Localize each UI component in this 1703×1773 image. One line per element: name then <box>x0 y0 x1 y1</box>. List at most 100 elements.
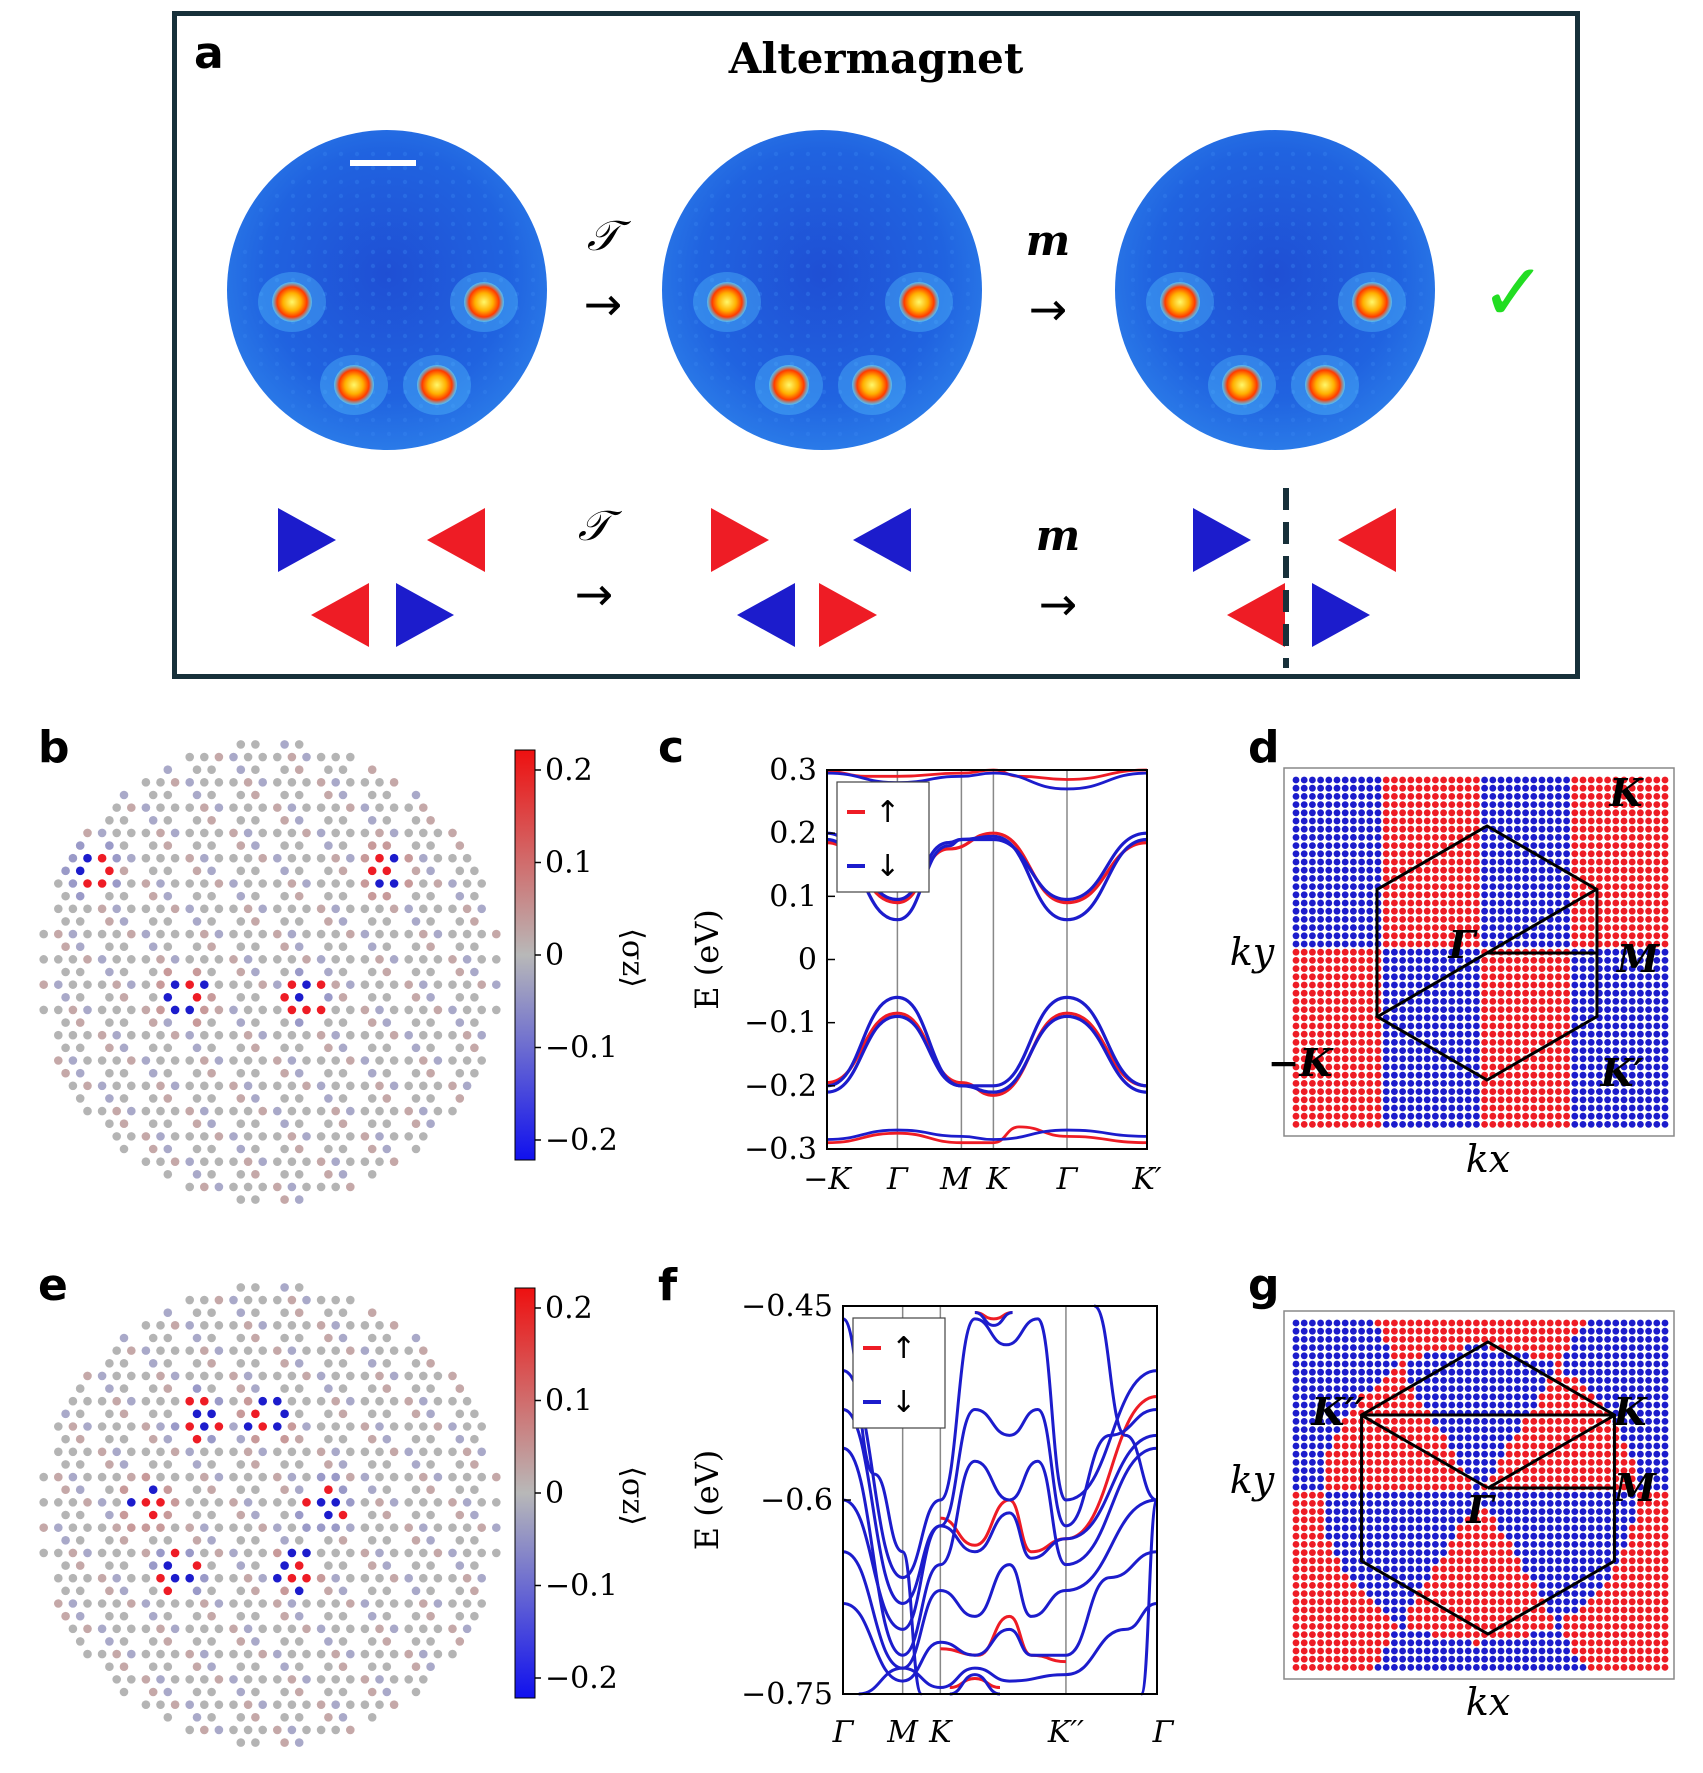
k-point <box>1481 883 1488 890</box>
lattice-site <box>375 955 384 964</box>
k-point <box>1325 1047 1333 1054</box>
lattice-site <box>39 980 48 989</box>
k-point <box>1497 1104 1505 1112</box>
lattice-site <box>302 1106 311 1116</box>
lattice-site <box>294 1195 304 1204</box>
lattice-site <box>324 765 333 775</box>
lattice-site <box>433 1005 443 1015</box>
stm-texture-dot <box>789 263 795 269</box>
lattice-site <box>105 917 114 926</box>
k-point <box>1620 817 1628 825</box>
stm-texture-dot <box>466 375 472 381</box>
k-point <box>1374 834 1382 841</box>
stm-texture-dot <box>1242 291 1248 297</box>
lattice-site <box>273 1649 282 1659</box>
lattice-site <box>148 1637 158 1646</box>
lattice-site <box>375 904 384 914</box>
lattice-site <box>316 980 326 989</box>
lattice-site <box>367 1611 377 1621</box>
k-point <box>1423 1080 1431 1087</box>
k-point <box>1440 1022 1447 1030</box>
k-point <box>1653 1336 1661 1343</box>
lattice-site <box>148 1510 158 1520</box>
lattice-site <box>367 1384 377 1393</box>
k-point <box>1505 891 1513 899</box>
k-point <box>1292 793 1300 800</box>
lattice-site <box>170 1321 180 1330</box>
k-point <box>1440 948 1447 956</box>
k-point <box>1612 907 1620 915</box>
lattice-site <box>273 1182 282 1192</box>
k-point <box>1555 1368 1562 1376</box>
k-point <box>1448 1088 1456 1095</box>
k-point <box>1423 989 1431 997</box>
k-point <box>1538 891 1546 899</box>
lattice-site <box>141 1599 151 1608</box>
k-point <box>1514 1319 1521 1327</box>
lattice-site <box>163 815 173 825</box>
k-point <box>1399 883 1406 890</box>
k-point <box>1292 834 1300 841</box>
lattice-site <box>462 929 472 939</box>
lattice-site <box>148 1611 158 1621</box>
lattice-site <box>470 1561 479 1570</box>
stm-texture-dot <box>450 221 456 227</box>
lattice-site <box>302 980 311 989</box>
k-point <box>1489 883 1497 890</box>
lattice-site <box>54 955 63 964</box>
k-point <box>1628 1104 1636 1112</box>
k-point <box>1300 1336 1308 1343</box>
k-point <box>1366 801 1374 808</box>
k-point <box>1407 1104 1415 1112</box>
stm-texture-dot <box>274 347 280 353</box>
lattice-site <box>200 803 209 812</box>
k-point <box>1579 1047 1587 1054</box>
stm-texture-dot <box>498 319 504 325</box>
k-point <box>1333 776 1341 784</box>
lattice-site <box>236 1712 246 1722</box>
lattice-site <box>185 752 194 762</box>
stm-texture-dot <box>306 389 312 395</box>
lattice-site <box>229 1132 238 1141</box>
stm-texture-dot <box>1290 375 1296 381</box>
stm-texture-dot <box>1258 165 1264 171</box>
operator-label: m <box>1026 216 1070 265</box>
stm-texture-dot <box>837 389 843 395</box>
lattice-site <box>316 828 326 838</box>
k-point <box>1555 1047 1562 1054</box>
stm-texture-dot <box>917 277 923 283</box>
stm-texture-dot <box>1242 151 1248 157</box>
lattice-site <box>302 803 311 812</box>
lattice-site <box>375 1675 384 1684</box>
k-point <box>1514 891 1521 899</box>
stm-texture-dot <box>1290 179 1296 185</box>
k-point <box>1300 1104 1308 1112</box>
lattice-sites <box>39 1283 501 1747</box>
k-point <box>1333 1088 1341 1095</box>
lattice-site <box>112 1447 121 1457</box>
stm-texture-dot <box>1290 151 1296 157</box>
lattice-site <box>119 1384 129 1393</box>
lattice-site <box>448 904 457 914</box>
lattice-site <box>200 1472 209 1482</box>
k-point <box>1505 1096 1513 1104</box>
lattice-site <box>156 1106 165 1116</box>
lattice-site <box>236 1018 246 1027</box>
k-point <box>1645 1352 1652 1360</box>
stm-texture-dot <box>1274 333 1280 339</box>
stm-texture-dot <box>1226 305 1232 311</box>
k-point <box>1300 989 1308 997</box>
lattice-site <box>156 1132 165 1141</box>
arrow-icon: → <box>584 277 623 331</box>
lattice-site <box>426 815 435 825</box>
k-point <box>1604 1047 1611 1054</box>
lattice-site <box>404 1371 414 1381</box>
lattice-site <box>141 1081 151 1091</box>
k-point <box>1620 989 1628 997</box>
stm-texture-dot <box>1338 221 1344 227</box>
stm-texture-dot <box>709 235 715 241</box>
stm-texture-dot <box>837 347 843 353</box>
k-point <box>1407 1352 1415 1360</box>
k-point <box>1300 957 1308 964</box>
k-point <box>1382 948 1390 956</box>
